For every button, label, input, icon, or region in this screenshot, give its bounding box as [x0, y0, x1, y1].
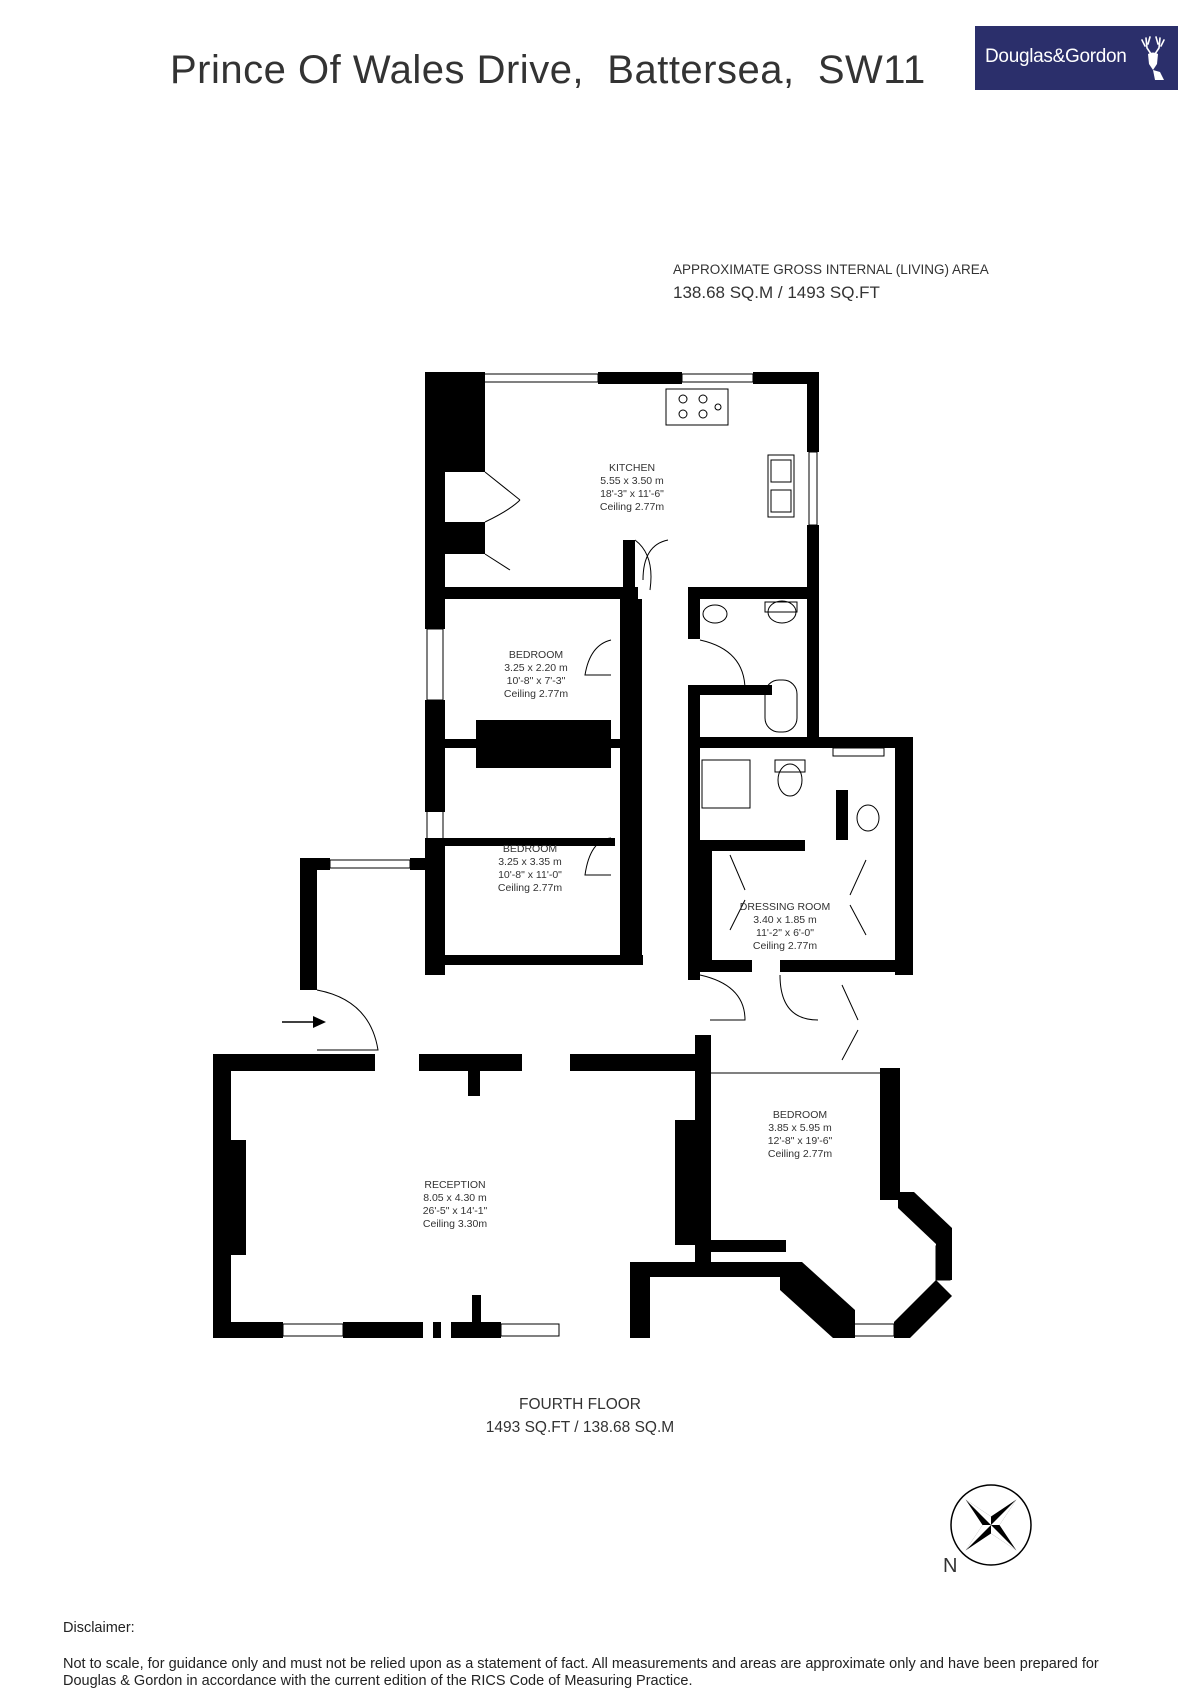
- room-label-bedroom-1: BEDROOM 3.25 x 2.20 m 10'-8" x 7'-3" Cei…: [504, 649, 568, 700]
- room-detail: 26'-5" x 14'-1": [423, 1205, 488, 1217]
- room-label-bedroom-2: BEDROOM 3.25 x 3.35 m 10'-8" x 11'-0" Ce…: [498, 843, 562, 894]
- floor-name: FOURTH FLOOR: [519, 1396, 641, 1413]
- room-detail: Ceiling 2.77m: [504, 688, 568, 700]
- room-detail: 11'-2" x 6'-0": [756, 927, 814, 939]
- room-label-dressing-room: DRESSING ROOM 3.40 x 1.85 m 11'-2" x 6'-…: [740, 901, 830, 952]
- room-detail: 10'-8" x 11'-0": [498, 869, 562, 881]
- room-label-bedroom-3: BEDROOM 3.85 x 5.95 m 12'-8" x 19'-6" Ce…: [768, 1109, 833, 1160]
- disclaimer-text: Not to scale, for guidance only and must…: [63, 1656, 1099, 1689]
- room-detail: 10'-8" x 7'-3": [507, 675, 566, 687]
- gross-internal-area: APPROXIMATE GROSS INTERNAL (LIVING) AREA…: [673, 262, 989, 303]
- room-detail: Ceiling 2.77m: [498, 882, 562, 894]
- room-detail: 3.25 x 3.35 m: [498, 856, 562, 868]
- walls: [213, 372, 952, 1338]
- room-detail: Ceiling 3.30m: [423, 1218, 487, 1230]
- floor-summary: FOURTH FLOOR 1493 SQ.FT / 138.68 SQ.M: [470, 1396, 690, 1442]
- room-detail: 3.25 x 2.20 m: [504, 662, 568, 674]
- stag-head-icon: [1141, 36, 1165, 80]
- entrance-arrow-icon: [282, 1016, 326, 1028]
- room-label-kitchen: KITCHEN 5.55 x 3.50 m 18'-3" x 11'-6" Ce…: [600, 462, 664, 513]
- disclaimer-heading: Disclaimer:: [63, 1620, 135, 1636]
- room-detail: BEDROOM: [773, 1109, 827, 1121]
- fixtures: [665, 388, 880, 832]
- room-detail: Ceiling 2.77m: [768, 1148, 832, 1160]
- property-title: Prince Of Wales Drive, Battersea, SW11: [170, 48, 926, 92]
- area-label: APPROXIMATE GROSS INTERNAL (LIVING) AREA: [673, 262, 989, 277]
- area-value: 138.68 SQ.M / 1493 SQ.FT: [673, 283, 880, 302]
- room-detail: DRESSING ROOM: [740, 901, 830, 913]
- room-detail: BEDROOM: [503, 843, 557, 855]
- room-detail: Ceiling 2.77m: [753, 940, 817, 952]
- room-detail: 8.05 x 4.30 m: [423, 1192, 487, 1204]
- logo-text: Douglas&Gordon: [985, 46, 1127, 67]
- room-detail: BEDROOM: [509, 649, 563, 661]
- windows: [282, 373, 951, 1337]
- compass-north-label: N: [943, 1555, 958, 1577]
- room-detail: 3.40 x 1.85 m: [753, 914, 817, 926]
- room-detail: Ceiling 2.77m: [600, 501, 664, 513]
- brand-logo: Douglas&Gordon: [975, 26, 1178, 90]
- floor-area: 1493 SQ.FT / 138.68 SQ.M: [485, 1419, 675, 1436]
- room-detail: 18'-3" x 11'-6": [600, 488, 664, 500]
- room-detail: 3.85 x 5.95 m: [768, 1122, 832, 1134]
- compass-rose-icon: [950, 1484, 1032, 1566]
- doors: [316, 471, 880, 1074]
- room-detail: RECEPTION: [424, 1179, 485, 1191]
- room-detail: 12'-8" x 19'-6": [768, 1135, 833, 1147]
- room-detail: 5.55 x 3.50 m: [600, 475, 664, 487]
- room-label-reception: RECEPTION 8.05 x 4.30 m 26'-5" x 14'-1" …: [423, 1179, 488, 1230]
- disclaimer: Disclaimer: Not to scale, for guidance o…: [63, 1620, 1143, 1690]
- room-name: KITCHEN: [609, 462, 655, 474]
